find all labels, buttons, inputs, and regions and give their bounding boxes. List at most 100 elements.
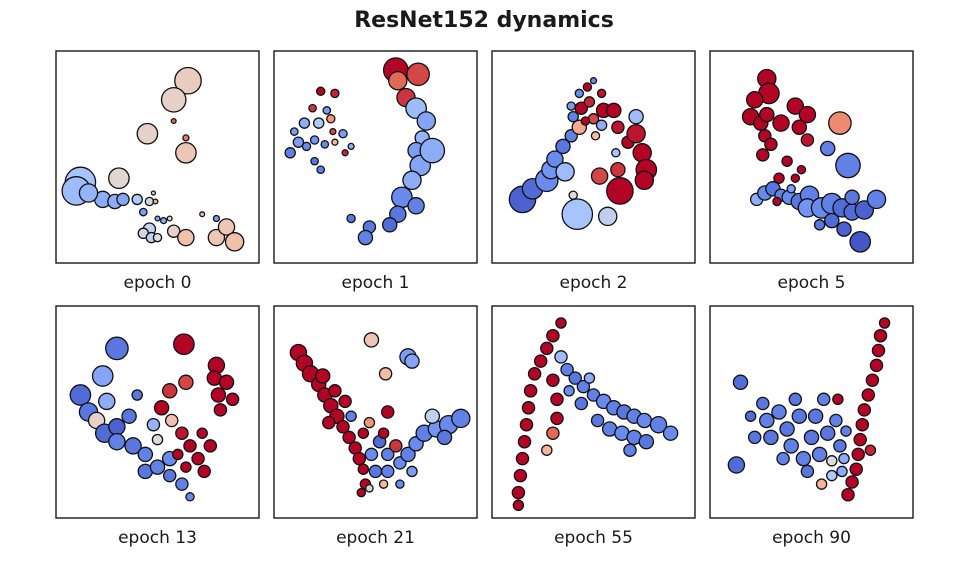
scatter-point: [380, 405, 395, 419]
scatter-point: [550, 411, 564, 426]
scatter-point: [124, 437, 142, 455]
scatter-point: [515, 451, 530, 466]
scatter-points: [508, 77, 658, 231]
scatter-point: [116, 192, 130, 207]
scatter-point: [836, 221, 852, 237]
scatter-point: [776, 451, 790, 466]
scatter-point: [786, 97, 805, 115]
scatter-point: [172, 448, 184, 461]
panel-epoch-90: epoch 90: [709, 305, 914, 548]
scatter-point: [568, 371, 582, 385]
scatter-point: [310, 156, 319, 166]
scatter-point: [546, 328, 560, 343]
scatter-point: [511, 485, 526, 500]
panel-label: epoch 90: [772, 528, 851, 548]
scatter-point: [819, 140, 836, 157]
scatter-point: [329, 127, 337, 136]
panel-label: epoch 2: [560, 273, 628, 293]
panel-epoch-55: epoch 55: [491, 305, 696, 548]
scatter-point: [796, 164, 807, 175]
scatter-point: [554, 350, 568, 364]
chart-title: ResNet152 dynamics: [354, 8, 614, 33]
scatter-point: [826, 455, 838, 467]
scatter-point: [772, 114, 790, 132]
panel-label: epoch 5: [778, 273, 846, 293]
scatter-point: [203, 439, 218, 453]
scatter-point: [326, 114, 336, 124]
scatter-point: [131, 193, 143, 206]
scatter-point: [829, 413, 843, 428]
scatter-point: [108, 167, 130, 190]
scatter-point: [406, 62, 430, 87]
scatter-point: [747, 430, 762, 445]
scatter-point: [798, 105, 817, 124]
scatter-point: [451, 408, 471, 429]
scatter-point: [207, 228, 226, 247]
scatter-point: [400, 446, 416, 463]
scatter-point: [840, 425, 852, 437]
scatter-point: [636, 412, 653, 429]
scatter-point: [759, 412, 775, 429]
scatter-point: [309, 135, 320, 145]
scatter-point: [550, 392, 564, 407]
scatter-point: [173, 333, 195, 356]
panel-frame: [491, 305, 696, 519]
scatter-point: [582, 82, 593, 92]
scatter-point: [759, 106, 775, 123]
scatter-point: [178, 374, 194, 391]
scatter-point: [855, 417, 870, 432]
scatter-point: [595, 119, 608, 131]
scatter-point: [763, 429, 779, 446]
scatter-point: [166, 224, 181, 238]
scatter-point: [567, 110, 579, 123]
scatter-point: [357, 229, 374, 246]
scatter-point: [424, 408, 441, 424]
scatter-point: [589, 77, 598, 85]
scatter-point: [816, 392, 831, 407]
scatter-point: [292, 136, 305, 148]
scatter-point: [835, 152, 861, 179]
scatter-point: [546, 373, 560, 387]
scatter-point: [561, 198, 594, 231]
scatter-point: [380, 464, 395, 479]
scatter-point: [341, 149, 349, 157]
scatter-point: [218, 374, 235, 391]
scatter-point: [347, 142, 355, 151]
scatter-point: [406, 465, 418, 478]
scatter-point: [791, 408, 808, 424]
scatter-point: [779, 421, 795, 437]
scatter-point: [342, 430, 356, 445]
scatter-point: [634, 170, 655, 191]
scatter-point: [611, 120, 625, 135]
scatter-point: [154, 215, 161, 222]
scatter-point: [180, 461, 192, 473]
scatter-point: [338, 128, 348, 139]
scatter-point: [813, 219, 826, 231]
scatter-point: [869, 358, 884, 373]
scatter-point: [838, 452, 850, 465]
scatter-point: [159, 216, 168, 225]
scatter-point: [152, 232, 163, 243]
scatter-point: [555, 162, 575, 182]
scatter-point: [368, 464, 383, 479]
scatter-point: [298, 117, 311, 129]
panel-label: epoch 0: [124, 273, 192, 293]
scatter-point: [864, 444, 877, 456]
scatter-points: [511, 317, 679, 512]
scatter-point: [590, 413, 605, 428]
scatter-points: [61, 66, 245, 252]
scatter-point: [786, 184, 796, 194]
scatter-point: [389, 439, 403, 453]
scatter-point: [225, 392, 240, 407]
scatter-point: [213, 403, 228, 417]
scatter-point: [596, 88, 607, 99]
scatter-point: [164, 413, 179, 428]
scatter-point: [857, 403, 872, 417]
scatter-point: [845, 475, 859, 489]
scatter-point: [357, 463, 370, 475]
scatter-point: [108, 418, 126, 436]
scatter-point: [363, 332, 380, 348]
scatter-point: [790, 173, 801, 183]
scatter-point: [597, 206, 618, 227]
